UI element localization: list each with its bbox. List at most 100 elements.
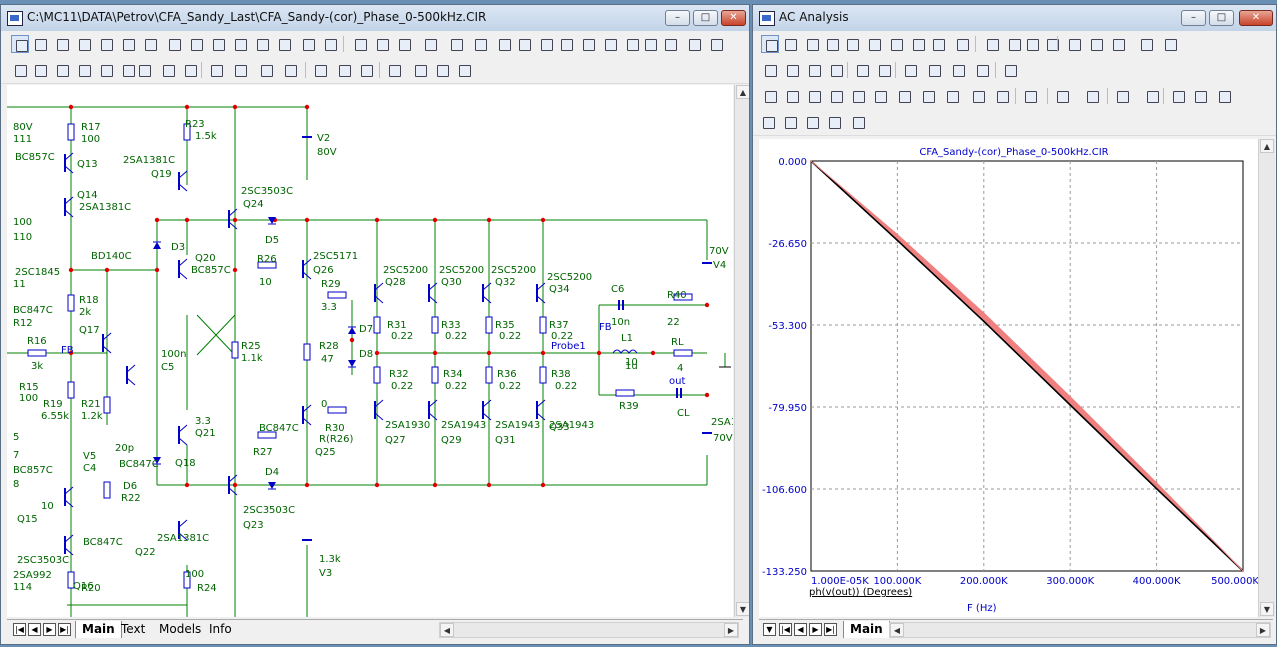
analysis-menu-icon[interactable]: ▼ — [763, 623, 776, 636]
analysis-t1-tool-13-icon[interactable] — [1023, 35, 1041, 53]
schematic-t1-tool-3-icon[interactable] — [53, 35, 71, 53]
analysis-t4-tool-3-icon[interactable] — [803, 113, 821, 131]
analysis-t2-tool-10-icon[interactable] — [973, 61, 991, 79]
analysis-t2-tool-9-icon[interactable] — [949, 61, 967, 79]
analysis-t2-tool-6-icon[interactable] — [875, 61, 893, 79]
analysis-t3-tool-4-icon[interactable] — [827, 87, 845, 105]
close-button[interactable]: ✕ — [721, 10, 746, 26]
schematic-t2-tool-13-icon[interactable] — [281, 61, 299, 79]
analysis-t2-tool-5-icon[interactable] — [853, 61, 871, 79]
analysis-t3-tool-12-icon[interactable] — [1021, 87, 1039, 105]
schematic-t1-tool-25-icon[interactable] — [557, 35, 575, 53]
schematic-t1-tool-27-icon[interactable] — [601, 35, 619, 53]
analysis-t1-tool-6-icon[interactable] — [865, 35, 883, 53]
schematic-titlebar[interactable]: C:\MC11\DATA\Petrov\CFA_Sandy_Last\CFA_S… — [1, 5, 749, 32]
analysis-t1-tool-1-icon[interactable] — [761, 35, 779, 53]
analysis-t2-tool-2-icon[interactable] — [783, 61, 801, 79]
schematic-t2-tool-19-icon[interactable] — [433, 61, 451, 79]
tab-text[interactable]: Text — [121, 622, 146, 636]
analysis-next-page-icon[interactable]: ▶ — [809, 623, 822, 636]
analysis-t2-tool-8-icon[interactable] — [925, 61, 943, 79]
analysis-t1-tool-18-icon[interactable] — [1137, 35, 1155, 53]
analysis-t3-tool-8-icon[interactable] — [919, 87, 937, 105]
analysis-t2-tool-7-icon[interactable] — [901, 61, 919, 79]
scroll-down-icon[interactable]: ▼ — [736, 602, 749, 616]
analysis-t3-tool-17-icon[interactable] — [1169, 87, 1187, 105]
analysis-t1-tool-10-icon[interactable] — [953, 35, 971, 53]
analysis-scroll-right-icon[interactable]: ▶ — [1256, 623, 1270, 637]
phase-plot[interactable]: CFA_Sandy-(cor)_Phase_0-500kHz.CIR 0.000… — [759, 139, 1265, 617]
analysis-t3-tool-5-icon[interactable] — [849, 87, 867, 105]
analysis-t1-tool-8-icon[interactable] — [909, 35, 927, 53]
schematic-t1-tool-24-icon[interactable] — [537, 35, 555, 53]
schematic-t1-tool-2-icon[interactable] — [31, 35, 49, 53]
analysis-horizontal-scrollbar[interactable]: ◀ ▶ — [889, 622, 1271, 638]
schematic-t1-tool-15-icon[interactable] — [321, 35, 339, 53]
schematic-t1-tool-21-icon[interactable] — [471, 35, 489, 53]
analysis-t1-tool-19-icon[interactable] — [1161, 35, 1179, 53]
tab-main[interactable]: Main — [75, 621, 122, 638]
next-page-icon[interactable]: ▶ — [43, 623, 56, 636]
analysis-t1-tool-12-icon[interactable] — [1005, 35, 1023, 53]
analysis-t4-tool-4-icon[interactable] — [825, 113, 843, 131]
analysis-t1-tool-15-icon[interactable] — [1065, 35, 1083, 53]
analysis-minimize-button[interactable]: – — [1181, 10, 1206, 26]
analysis-t3-tool-11-icon[interactable] — [993, 87, 1011, 105]
analysis-t4-tool-5-icon[interactable] — [849, 113, 867, 131]
analysis-t1-tool-4-icon[interactable] — [823, 35, 841, 53]
schematic-t1-tool-10-icon[interactable] — [209, 35, 227, 53]
schematic-t2-tool-9-icon[interactable] — [181, 61, 199, 79]
analysis-vertical-scrollbar[interactable]: ▲ ▼ — [1258, 139, 1275, 617]
schematic-t2-tool-6-icon[interactable] — [119, 61, 137, 79]
analysis-t2-tool-3-icon[interactable] — [805, 61, 823, 79]
analysis-t1-tool-5-icon[interactable] — [843, 35, 861, 53]
schematic-horizontal-scrollbar[interactable]: ◀ ▶ — [439, 622, 739, 638]
schematic-t2-tool-20-icon[interactable] — [455, 61, 473, 79]
schematic-t1-tool-26-icon[interactable] — [579, 35, 597, 53]
analysis-scroll-left-icon[interactable]: ◀ — [890, 623, 904, 637]
analysis-titlebar[interactable]: AC Analysis – □ ✕ — [753, 5, 1276, 32]
schematic-t1-tool-19-icon[interactable] — [421, 35, 439, 53]
analysis-last-page-icon[interactable]: ▶| — [824, 623, 837, 636]
analysis-t1-tool-7-icon[interactable] — [887, 35, 905, 53]
schematic-t1-tool-5-icon[interactable] — [97, 35, 115, 53]
analysis-close-button[interactable]: ✕ — [1239, 10, 1273, 26]
schematic-t1-tool-31-icon[interactable] — [685, 35, 703, 53]
tab-models[interactable]: Models — [159, 622, 202, 636]
prev-page-icon[interactable]: ◀ — [28, 623, 41, 636]
schematic-vertical-scrollbar[interactable]: ▲ ▼ — [734, 85, 749, 617]
maximize-button[interactable]: □ — [693, 10, 718, 26]
schematic-t1-tool-20-icon[interactable] — [447, 35, 465, 53]
schematic-t2-tool-14-icon[interactable] — [311, 61, 329, 79]
analysis-scroll-up-icon[interactable]: ▲ — [1260, 139, 1274, 153]
analysis-t2-tool-4-icon[interactable] — [827, 61, 845, 79]
analysis-t3-tool-6-icon[interactable] — [871, 87, 889, 105]
schematic-t2-tool-8-icon[interactable] — [159, 61, 177, 79]
schematic-t1-tool-28-icon[interactable] — [623, 35, 641, 53]
analysis-t1-tool-14-icon[interactable] — [1043, 35, 1061, 53]
analysis-t4-tool-2-icon[interactable] — [781, 113, 799, 131]
schematic-t2-tool-12-icon[interactable] — [257, 61, 275, 79]
schematic-t1-tool-7-icon[interactable] — [141, 35, 159, 53]
schematic-t1-tool-23-icon[interactable] — [515, 35, 533, 53]
analysis-scroll-down-icon[interactable]: ▼ — [1260, 602, 1274, 616]
analysis-t3-tool-9-icon[interactable] — [943, 87, 961, 105]
schematic-t1-tool-13-icon[interactable] — [275, 35, 293, 53]
schematic-t1-tool-9-icon[interactable] — [187, 35, 205, 53]
schematic-t1-tool-14-icon[interactable] — [299, 35, 317, 53]
analysis-t3-tool-19-icon[interactable] — [1215, 87, 1233, 105]
schematic-t1-tool-4-icon[interactable] — [75, 35, 93, 53]
schematic-t1-tool-11-icon[interactable] — [231, 35, 249, 53]
schematic-t2-tool-17-icon[interactable] — [385, 61, 403, 79]
analysis-t3-tool-1-icon[interactable] — [761, 87, 779, 105]
analysis-t1-tool-17-icon[interactable] — [1109, 35, 1127, 53]
analysis-t4-tool-1-icon[interactable] — [759, 113, 777, 131]
analysis-t3-tool-7-icon[interactable] — [895, 87, 913, 105]
analysis-t3-tool-13-icon[interactable] — [1053, 87, 1071, 105]
schematic-t1-tool-1-icon[interactable] — [11, 35, 29, 53]
analysis-t3-tool-2-icon[interactable] — [783, 87, 801, 105]
analysis-t3-tool-14-icon[interactable] — [1083, 87, 1101, 105]
analysis-t1-tool-11-icon[interactable] — [983, 35, 1001, 53]
